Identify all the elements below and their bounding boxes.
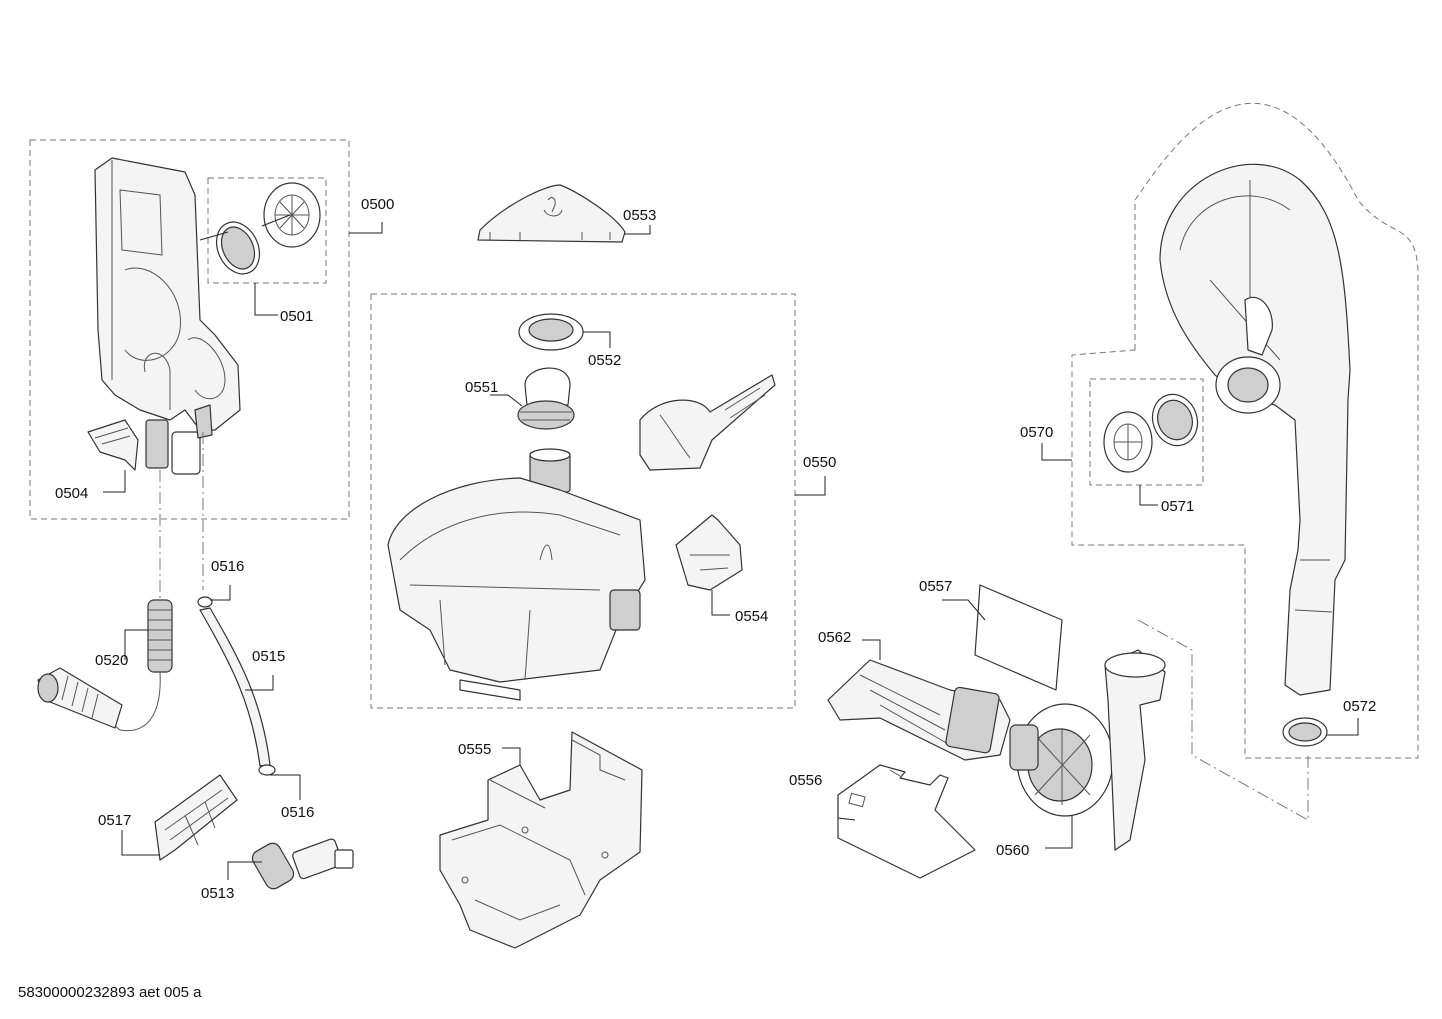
group-box-0550 [370, 293, 796, 709]
insert-0554 [675, 514, 743, 591]
clamp-0516-bottom [258, 764, 276, 776]
label-0557 [974, 584, 1063, 691]
part-label-0501: 0501 [280, 308, 313, 325]
group-box-0571 [1089, 378, 1204, 486]
cover-0571 [1103, 411, 1153, 473]
part-label-0572: 0572 [1343, 698, 1376, 715]
hose-0520 [147, 599, 173, 673]
label-0556 [837, 764, 976, 879]
funnel-tool-0550 [639, 374, 776, 471]
pump-0560 [1009, 649, 1166, 851]
gasket-0501-inner [220, 226, 256, 270]
lid-0553 [477, 184, 626, 243]
part-label-0504: 0504 [55, 485, 88, 502]
duct-0562 [827, 659, 1011, 761]
part-label-0550: 0550 [803, 454, 836, 471]
part-label-0570: 0570 [1020, 424, 1053, 441]
part-label-0551: 0551 [465, 379, 498, 396]
part-label-0553: 0553 [623, 207, 656, 224]
bracket-0504 [87, 419, 139, 471]
part-label-0555: 0555 [458, 741, 491, 758]
valve-0513 [251, 838, 354, 890]
clamp-0516-top [197, 596, 213, 608]
part-label-0552: 0552 [588, 352, 621, 369]
connector-0520-end [37, 667, 123, 729]
part-label-0560: 0560 [996, 842, 1029, 859]
part-label-0513: 0513 [201, 885, 234, 902]
cover-0501 [263, 182, 321, 248]
part-label-0516-bottom: 0516 [281, 804, 314, 821]
part-label-0562: 0562 [818, 629, 851, 646]
plate-0517 [154, 774, 238, 861]
cap-0551 [517, 367, 575, 430]
bracket-0555 [439, 731, 643, 949]
housing-part-0500 [94, 157, 241, 475]
salt-reservoir-0550 [387, 448, 646, 701]
part-label-0516-top: 0516 [211, 558, 244, 575]
part-label-0517: 0517 [98, 812, 131, 829]
drawing-code: 58300000232893 aet 005 a [18, 984, 202, 1001]
group-box-0501 [207, 177, 327, 284]
part-label-0556: 0556 [789, 772, 822, 789]
part-label-0515: 0515 [252, 648, 285, 665]
duct-0570 [1159, 163, 1351, 696]
part-label-0500: 0500 [361, 196, 394, 213]
part-label-0557: 0557 [919, 578, 952, 595]
part-label-0520: 0520 [95, 652, 128, 669]
part-label-0571: 0571 [1161, 498, 1194, 515]
part-label-0554: 0554 [735, 608, 768, 625]
hose-0515 [199, 607, 271, 767]
